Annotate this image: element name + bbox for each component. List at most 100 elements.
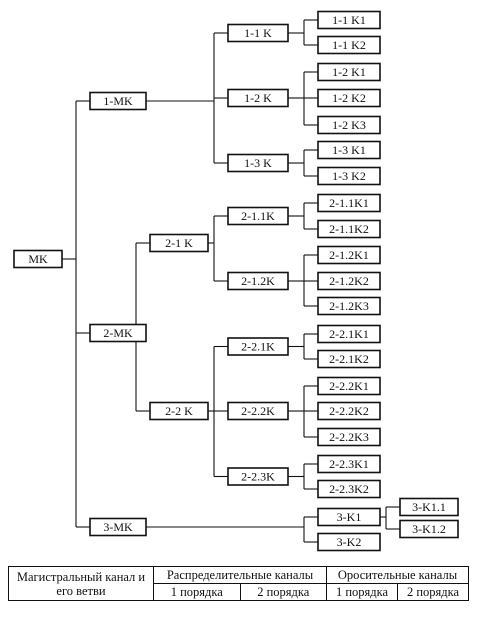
node-box [399,497,459,517]
node-2-2-1k: 2-2.1K [227,337,289,356]
node-box [317,401,381,421]
node-box [89,517,147,537]
node-label: 2-2.3K2 [329,482,369,496]
node-box [317,10,381,30]
node-3-k2: 3-K2 [317,532,381,552]
node-label: 2-1.2K2 [329,274,369,288]
node-2-2-2k: 2-2.2K [227,401,289,421]
node-2-2-3k1: 2-2.3K1 [317,454,381,474]
node-box [317,376,381,396]
node-box [227,23,289,43]
node-box [149,233,209,253]
node-box [227,467,289,486]
node-1-3-k2: 1-3 K2 [317,166,381,186]
node-2-1-2k2: 2-1.2K2 [317,271,381,291]
node-box [317,532,381,552]
node-label: 2-2.2K1 [329,379,369,393]
node-box [317,219,381,239]
legend-irrig-order-1: 1 порядка [326,583,398,601]
node-label: 2-1.1K1 [329,196,369,210]
node-box [317,324,381,344]
node-label: 3-MK [103,520,133,534]
node-box [399,519,459,539]
legend-irrigation-canals: Оросительные каналы [326,566,469,584]
node-box [149,401,209,421]
node-box [317,479,381,499]
node-box [317,271,381,291]
node-box [227,206,289,226]
node-1-1-k: 1-1 K [227,23,289,43]
node-2-2-1k2: 2-2.1K2 [317,349,381,369]
node-2-1-1k: 2-1.1K [227,206,289,226]
node-2-1-2k1: 2-1.2K1 [317,245,381,265]
node-1-2-k2: 1-2 K2 [317,88,381,108]
node-label: 3-K1 [337,510,362,524]
node-box [317,166,381,186]
node-box [317,349,381,369]
node-2-2-3k2: 2-2.3K2 [317,479,381,499]
node-box [317,296,381,316]
legend-table: Магистральный канал и его ветви Распреде… [8,566,470,601]
node-2-1-2k3: 2-1.2K3 [317,296,381,316]
node-box [317,427,381,447]
legend-distribution-canals: Распределительные каналы [153,566,327,584]
node-2-2-2k2: 2-2.2K2 [317,401,381,421]
node-label: 1-2 K [244,91,272,105]
node-1-2-k1: 1-2 K1 [317,62,381,82]
node-3-mk: 3-MK [89,517,147,537]
node-box [317,245,381,265]
node-box [13,249,63,269]
node-label: 1-2 K3 [332,118,366,132]
node-label: 1-3 K [244,156,272,170]
node-label: 2-2.2K [241,404,275,418]
node-2-2-2k1: 2-2.2K1 [317,376,381,396]
node-label: 2-2.1K1 [329,327,369,341]
node-box [317,35,381,55]
node-label: 1-2 K2 [332,91,366,105]
node-label: 1-1 K1 [332,13,366,27]
node-box [317,115,381,135]
node-2-2-3k: 2-2.3K [227,467,289,486]
node-label: 2-1.2K [241,274,275,288]
node-2-1-1k1: 2-1.1K1 [317,193,381,213]
node-2-2-1k1: 2-2.1K1 [317,324,381,344]
node-box [317,140,381,160]
node-label: 2-2.2K2 [329,404,369,418]
node-label: 3-K2 [337,535,362,549]
legend-distrib-order-2: 2 порядка [239,583,327,601]
legend-irrig-order-2: 2 порядка [396,583,470,601]
node-box [317,62,381,82]
node-1-1-k2: 1-1 K2 [317,35,381,55]
node-1-3-k1: 1-3 K1 [317,140,381,160]
node-3-k1-2: 3-K1.2 [399,519,459,539]
node-box [227,153,289,173]
node-mk: MK [13,249,63,269]
node-box [317,88,381,108]
node-box [89,91,147,111]
node-label: 2-2.1K [241,340,275,354]
node-2-2-2k3: 2-2.2K3 [317,427,381,447]
node-label: 3-K1.1 [412,500,446,514]
node-2-1-k: 2-1 K [149,233,209,253]
node-3-k1-1: 3-K1.1 [399,497,459,517]
node-label: 1-1 K [244,26,272,40]
node-label: 1-3 K1 [332,143,366,157]
node-1-1-k1: 1-1 K1 [317,10,381,30]
node-label: MK [28,252,48,266]
node-label: 1-2 K1 [332,65,366,79]
node-label: 2-2.3K [241,470,275,484]
node-label: 2-1.1K2 [329,222,369,236]
node-box [227,88,289,108]
node-label: 2-2 K [165,404,193,418]
node-box [227,401,289,421]
node-label: 2-2.2K3 [329,430,369,444]
node-label: 1-MK [103,94,133,108]
node-label: 2-1 K [165,236,193,250]
node-box [317,454,381,474]
node-2-1-1k2: 2-1.1K2 [317,219,381,239]
legend-main-canal: Магистральный канал и его ветви [8,566,154,601]
node-label: 2-1.2K3 [329,299,369,313]
node-box [227,337,289,356]
node-box [89,323,147,343]
